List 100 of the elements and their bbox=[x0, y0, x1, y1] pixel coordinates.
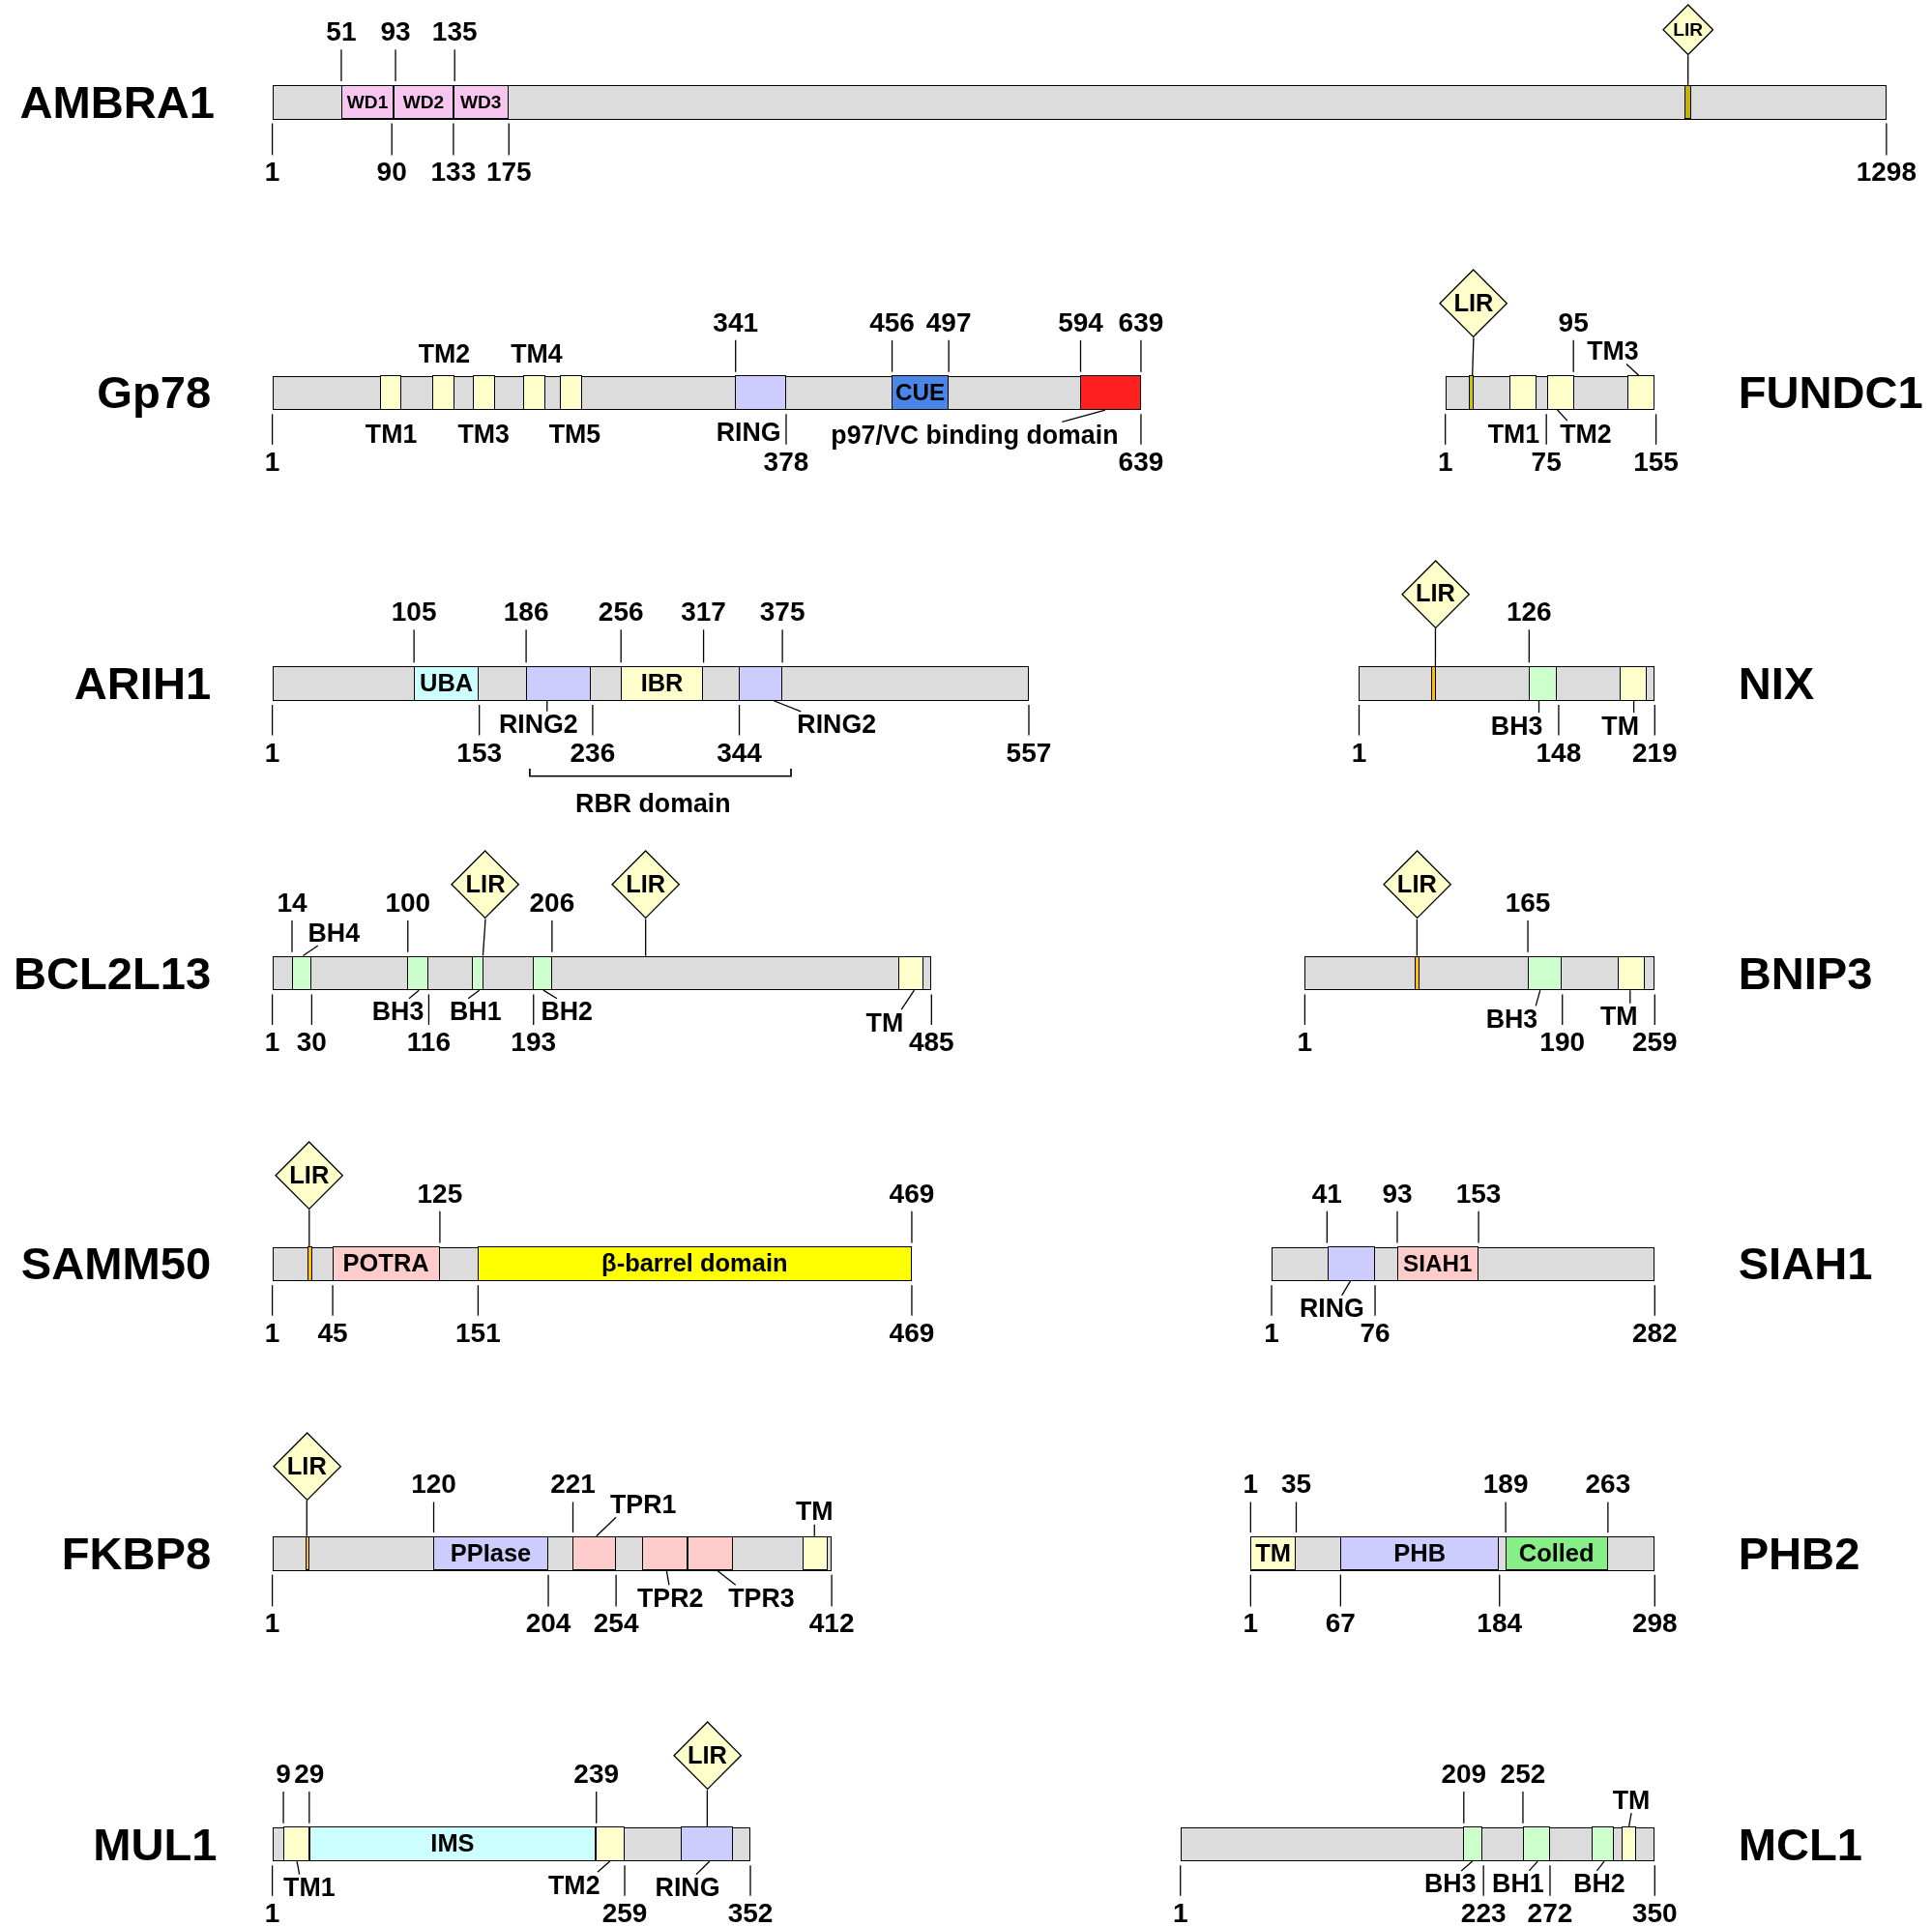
residue-number: 350 bbox=[1631, 1899, 1678, 1926]
residue-number: 155 bbox=[1633, 448, 1679, 476]
leader-line bbox=[542, 989, 558, 1000]
domain-box: β-barrel domain bbox=[478, 1246, 912, 1281]
domain-box: SIAH1 bbox=[1396, 1246, 1478, 1281]
residue-number: 45 bbox=[317, 1319, 348, 1347]
leader-line bbox=[1627, 1812, 1632, 1828]
residue-number: 206 bbox=[529, 890, 575, 917]
residue-number: 14 bbox=[277, 890, 307, 917]
leader-line bbox=[665, 1569, 670, 1586]
domain-box: WD3 bbox=[453, 84, 509, 120]
domain-box bbox=[1080, 375, 1141, 410]
leader-line bbox=[1460, 1860, 1474, 1872]
domain-box bbox=[291, 955, 312, 991]
protein-name: NIX bbox=[1738, 660, 1815, 707]
domain-box bbox=[1617, 955, 1645, 991]
lir-stem bbox=[706, 1789, 709, 1828]
residue-number: 1 bbox=[1351, 739, 1367, 767]
domain-box bbox=[1621, 1826, 1636, 1862]
domain-label: BH3 bbox=[1485, 1006, 1538, 1033]
domain-label: TM3 bbox=[457, 421, 510, 448]
residue-number: 1 bbox=[264, 739, 280, 767]
domain-box: TM bbox=[1250, 1535, 1297, 1571]
residue-number: 189 bbox=[1482, 1471, 1529, 1499]
leader-line bbox=[408, 989, 420, 1000]
residue-number: 120 bbox=[411, 1471, 456, 1499]
domain-box: WD2 bbox=[394, 84, 454, 120]
domain-label: TM bbox=[865, 1009, 904, 1036]
domain-box bbox=[687, 1535, 733, 1571]
domain-box bbox=[407, 955, 429, 991]
leader-line bbox=[716, 1569, 737, 1586]
domain-label: RING bbox=[1300, 1295, 1364, 1322]
protein-name: MCL1 bbox=[1738, 1821, 1862, 1868]
residue-number: 51 bbox=[326, 18, 357, 46]
domain-box bbox=[739, 666, 782, 701]
leader-line bbox=[1557, 409, 1568, 422]
protein-name: BCL2L13 bbox=[13, 950, 212, 997]
residue-number: 341 bbox=[713, 308, 759, 336]
domain-box: UBA bbox=[413, 666, 480, 701]
residue-number: 209 bbox=[1441, 1760, 1487, 1788]
residue-number: 557 bbox=[1006, 739, 1052, 767]
lir-stem bbox=[1687, 54, 1689, 86]
lir-stem bbox=[482, 918, 486, 957]
protein-name: ARIH1 bbox=[73, 660, 212, 707]
residue-number: 105 bbox=[391, 598, 437, 627]
residue-number: 375 bbox=[759, 598, 805, 627]
domain-box bbox=[1527, 955, 1563, 991]
protein-name: BNIP3 bbox=[1738, 950, 1873, 997]
domain-label: RING2 bbox=[797, 711, 877, 738]
domain-label: BH3 bbox=[1424, 1870, 1477, 1897]
protein-name: SAMM50 bbox=[20, 1240, 212, 1287]
residue-number: 100 bbox=[385, 890, 431, 917]
domain-label: TM1 bbox=[283, 1874, 336, 1901]
domain-label: BH4 bbox=[307, 919, 361, 946]
residue-number: 93 bbox=[1382, 1180, 1413, 1208]
domain-box: PPIase bbox=[433, 1535, 548, 1571]
lir-diamond: LIR bbox=[451, 850, 520, 919]
residue-number: 153 bbox=[456, 739, 503, 767]
residue-number: 1 bbox=[1437, 448, 1453, 476]
domain-label: TPR2 bbox=[637, 1585, 704, 1612]
lir-diamond: LIR bbox=[272, 1431, 341, 1501]
residue-number: 485 bbox=[908, 1029, 954, 1056]
lir-diamond: LIR bbox=[1661, 3, 1714, 56]
residue-number: 344 bbox=[717, 739, 762, 767]
leader-line bbox=[813, 1524, 815, 1537]
domain-box bbox=[803, 1535, 828, 1571]
domain-label: TM bbox=[1612, 1787, 1651, 1814]
domain-box: POTRA bbox=[332, 1246, 440, 1281]
leader-line bbox=[1061, 409, 1106, 423]
lir-stem bbox=[645, 918, 647, 957]
lir-diamond: LIR bbox=[275, 1140, 344, 1211]
lir-diamond: LIR bbox=[1400, 559, 1471, 628]
lir-stem bbox=[1434, 627, 1437, 667]
leader-line bbox=[1625, 363, 1640, 376]
residue-number: 1 bbox=[264, 1899, 280, 1926]
residue-number: 263 bbox=[1585, 1471, 1631, 1499]
protein-name: MUL1 bbox=[93, 1821, 218, 1868]
domain-label: TM bbox=[1601, 713, 1639, 739]
domain-label: TM bbox=[1600, 1003, 1638, 1030]
residue-number: 93 bbox=[380, 18, 411, 46]
domain-box bbox=[897, 955, 924, 991]
residue-number: 75 bbox=[1531, 448, 1562, 476]
domain-box bbox=[471, 955, 484, 991]
protein-name: SIAH1 bbox=[1738, 1240, 1873, 1287]
residue-number: 135 bbox=[431, 18, 478, 46]
domain-label: TM3 bbox=[1587, 337, 1639, 365]
domain-box bbox=[681, 1826, 733, 1862]
residue-number: 1 bbox=[1243, 1610, 1259, 1638]
domain-box bbox=[1620, 666, 1648, 701]
domain-label: TM bbox=[795, 1499, 834, 1525]
residue-number: 184 bbox=[1477, 1610, 1523, 1638]
residue-number: 252 bbox=[1500, 1760, 1546, 1788]
protein-name: AMBRA1 bbox=[19, 79, 215, 126]
leader-line bbox=[467, 989, 481, 1000]
domain-label: TM1 bbox=[1487, 421, 1540, 448]
residue-number: 148 bbox=[1536, 739, 1582, 767]
domain-box bbox=[1626, 375, 1654, 410]
domain-box bbox=[1547, 375, 1575, 410]
residue-number: 1298 bbox=[1856, 159, 1917, 187]
domain-box bbox=[1463, 1826, 1482, 1862]
